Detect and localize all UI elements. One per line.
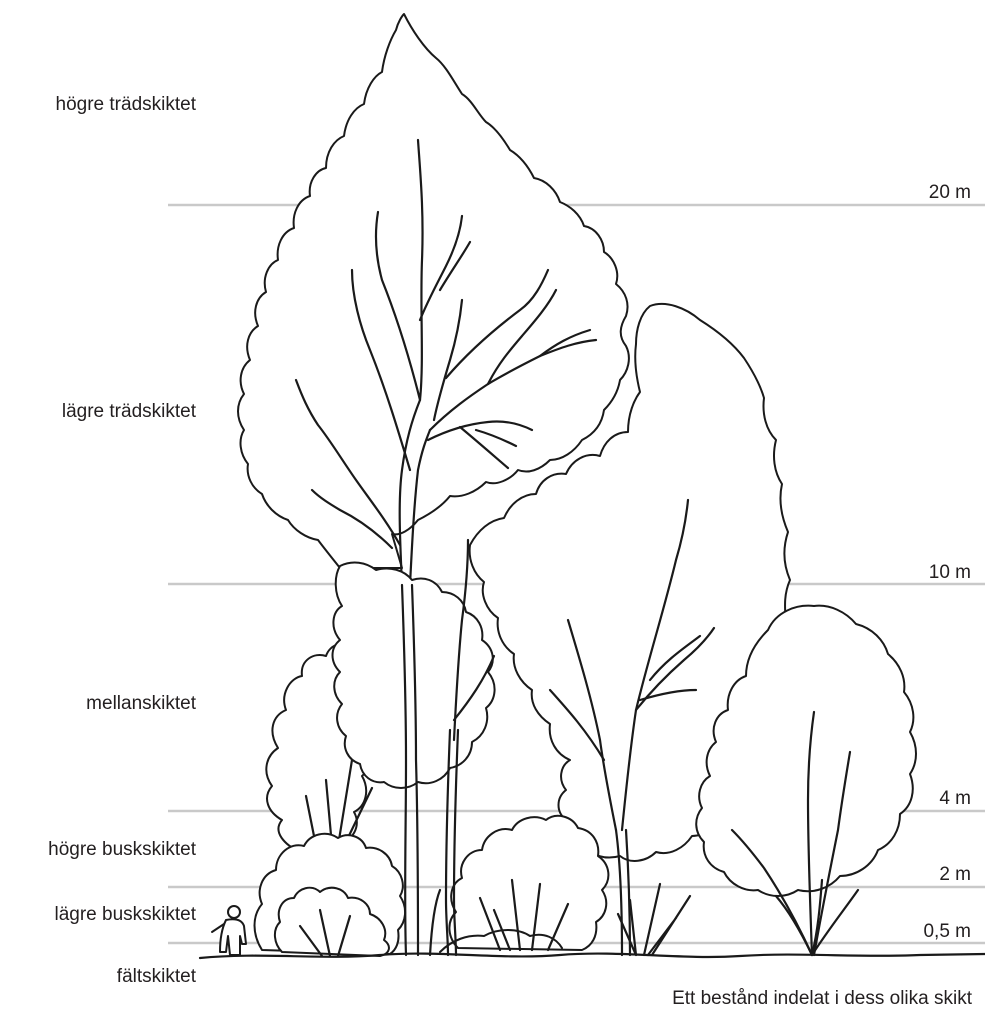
layer-label-upper-shrub: högre buskskiktet xyxy=(48,839,197,860)
human-figure-icon xyxy=(212,906,246,955)
middle-layer-tree-center xyxy=(333,563,495,788)
layer-label-lower-tree: lägre trädskiktet xyxy=(62,401,197,422)
layer-labels: högre trädskiktet lägre trädskiktet mell… xyxy=(48,94,197,987)
diagram-caption: Ett bestånd indelat i dess olika skikt xyxy=(672,988,973,1009)
layer-label-field: fältskiktet xyxy=(117,966,197,987)
height-labels: 20 m 10 m 4 m 2 m 0,5 m xyxy=(923,182,971,942)
middle-tree-center-crown xyxy=(333,563,495,788)
layer-label-middle: mellanskiktet xyxy=(86,693,197,714)
height-label-10m: 10 m xyxy=(929,562,971,583)
shrub-center-upper xyxy=(449,816,608,950)
layer-label-lower-shrub: lägre buskskiktet xyxy=(54,904,196,925)
height-label-2m: 2 m xyxy=(939,864,971,885)
height-label-20m: 20 m xyxy=(929,182,971,203)
height-label-05m: 0,5 m xyxy=(923,921,971,942)
layer-label-upper-tree: högre trädskiktet xyxy=(56,94,197,115)
height-label-4m: 4 m xyxy=(939,788,971,809)
